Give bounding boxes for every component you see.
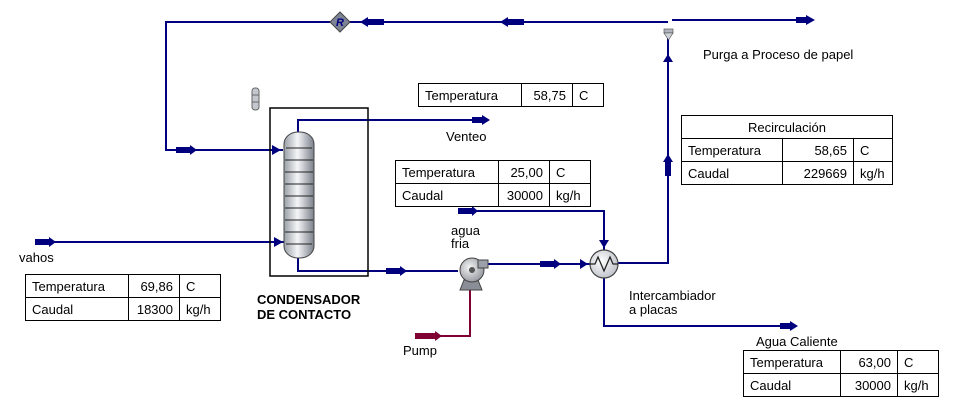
condenser-feed-arrow (176, 145, 197, 155)
agua-caliente-arrow (780, 321, 798, 331)
cell-value: 18300 (128, 297, 180, 321)
agua-fria-label-1: agua (451, 223, 480, 238)
pump-outlet-arrow-1 (540, 259, 561, 269)
valve-icon[interactable] (251, 87, 260, 111)
recycle-arrow-2 (360, 17, 384, 27)
vahos-inlet-arrow (274, 237, 283, 247)
cell-name: Temperatura (681, 138, 783, 162)
cell-value: 69,86 (128, 274, 180, 298)
cell-value: 30000 (840, 373, 898, 397)
cell-name: Temperatura (395, 160, 499, 184)
svg-text:R: R (336, 17, 344, 29)
venteo-stream[interactable] (297, 119, 488, 132)
recirculacion-table: Recirculación Temperatura 58,65 C Caudal… (681, 115, 893, 185)
agua-caliente-label: Agua Caliente (756, 334, 838, 349)
cell-unit: C (897, 350, 939, 374)
table-title: Recirculación (681, 115, 893, 139)
table-row: Caudal 18300 kg/h (25, 297, 221, 321)
cell-unit: C (549, 160, 591, 184)
cell-unit: C (572, 83, 604, 107)
agua-fria-stream[interactable] (458, 210, 605, 250)
condensate-arrow (386, 266, 407, 276)
condensador-label-1: CONDENSADOR (257, 292, 361, 307)
pump-energy-arrow (415, 333, 435, 339)
cell-name: Temperatura (743, 350, 841, 374)
recycle-stream-return[interactable] (165, 21, 332, 151)
vahos-label: vahos (19, 250, 54, 265)
cell-name: Caudal (395, 183, 499, 207)
recycle-arrow-1 (500, 17, 524, 27)
pump[interactable] (459, 257, 489, 291)
cell-value: 25,00 (498, 160, 550, 184)
table-row: Caudal 30000 kg/h (743, 373, 939, 397)
agua-fria-down-arrow (599, 240, 609, 248)
venteo-label: Venteo (446, 129, 487, 144)
vahos-table: Temperatura 69,86 C Caudal 18300 kg/h (25, 274, 221, 321)
cell-value: 63,00 (840, 350, 898, 374)
intercambiador-label-2: a placas (629, 302, 678, 317)
cell-name: Caudal (25, 297, 129, 321)
table-row: Temperatura 69,86 C (25, 274, 221, 298)
table-row: Caudal 229669 kg/h (681, 161, 893, 185)
agua-fria-table: Temperatura 25,00 C Caudal 30000 kg/h (395, 160, 591, 207)
condenser-column[interactable] (283, 131, 315, 259)
cell-name: Temperatura (418, 83, 522, 107)
pump-outlet-arrow-2 (580, 259, 588, 269)
cell-name: Temperatura (25, 274, 129, 298)
agua-fria-label-2: fria (451, 236, 470, 251)
table-row: Recirculación (681, 115, 893, 139)
cell-value: 58,75 (521, 83, 573, 107)
agua-caliente-table: Temperatura 63,00 C Caudal 30000 kg/h (743, 350, 939, 397)
agua-caliente-stream[interactable] (603, 278, 796, 327)
table-row: Temperatura 25,00 C (395, 160, 591, 184)
cell-unit: kg/h (897, 373, 939, 397)
condenser-box[interactable] (269, 107, 369, 277)
splitter-tee[interactable] (663, 28, 674, 41)
venteo-arrow (472, 115, 490, 125)
pump-label: Pump (403, 343, 437, 358)
venteo-table: Temperatura 58,75 C (418, 83, 604, 107)
table-row: Caudal 30000 kg/h (395, 183, 591, 207)
cell-unit: kg/h (179, 297, 221, 321)
table-row: Temperatura 58,75 C (418, 83, 604, 107)
heat-exchanger[interactable] (589, 249, 619, 279)
condensador-label-2: DE CONTACTO (257, 307, 352, 322)
purge-arrow (796, 15, 815, 25)
recirculation-stream[interactable] (618, 38, 669, 264)
recirculation-arrow-top (663, 54, 673, 62)
cell-unit: C (853, 138, 893, 162)
agua-fria-arrow (458, 206, 478, 216)
condenser-inlet-arrow (272, 145, 281, 155)
recycle-operator[interactable]: R (329, 11, 351, 33)
table-row: Temperatura 63,00 C (743, 350, 939, 374)
pump-energy-arrow-head (435, 331, 442, 341)
intercambiador-label-1: Intercambiador (629, 288, 716, 303)
cell-unit: kg/h (549, 183, 591, 207)
cell-value: 229669 (782, 161, 854, 185)
cell-unit: kg/h (853, 161, 893, 185)
cell-name: Caudal (681, 161, 783, 185)
table-row: Temperatura 58,65 C (681, 138, 893, 162)
cell-unit: C (179, 274, 221, 298)
recirculation-arrow (663, 154, 673, 176)
cell-value: 58,65 (782, 138, 854, 162)
condensate-stream[interactable] (297, 258, 458, 272)
cell-name: Caudal (743, 373, 841, 397)
purga-label: Purga a Proceso de papel (703, 47, 854, 62)
pump-energy-stream[interactable] (415, 288, 471, 337)
vahos-arrow (35, 237, 56, 247)
cell-value: 30000 (498, 183, 550, 207)
